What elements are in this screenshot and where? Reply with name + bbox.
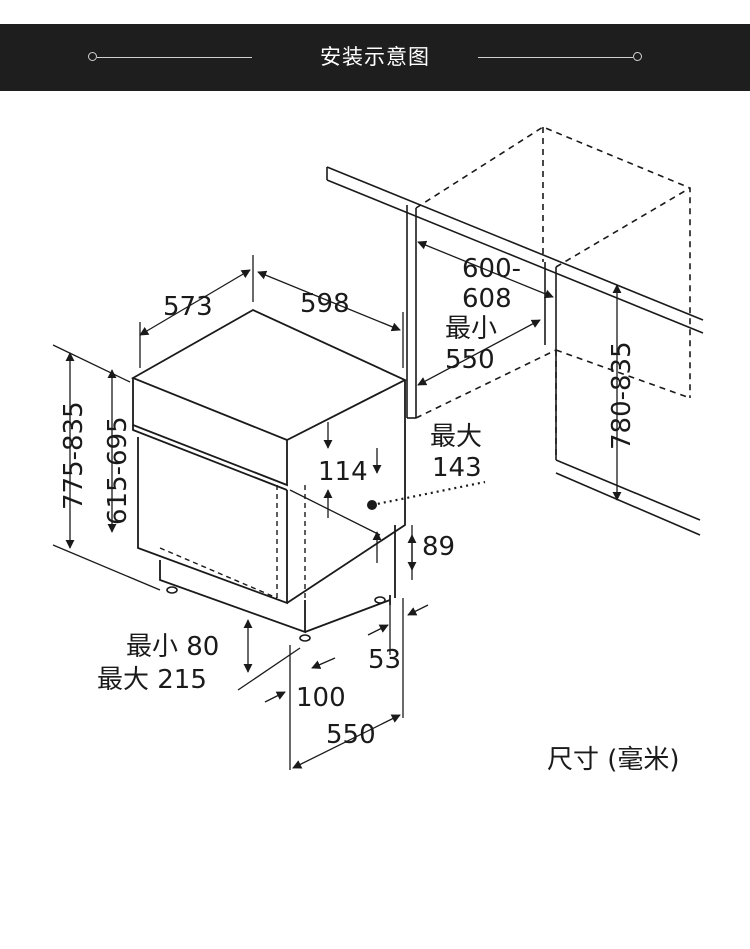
leader-dot xyxy=(367,500,377,510)
page-title: 安装示意图 xyxy=(320,45,430,69)
header-left-dot xyxy=(88,52,97,61)
header-right-dot xyxy=(633,52,642,61)
header-left-rule xyxy=(97,57,252,58)
label-max: 最大 xyxy=(430,422,482,452)
leader-dotted-line xyxy=(371,480,486,507)
label-53: 53 xyxy=(368,645,401,675)
label-615-695: 615-695 xyxy=(103,416,133,525)
dishwasher-feet xyxy=(166,586,386,642)
header-right-rule xyxy=(478,57,633,58)
cabinet-niche xyxy=(326,126,704,536)
label-573: 573 xyxy=(163,292,213,322)
label-100: 100 xyxy=(296,683,346,713)
dimension-lines xyxy=(52,240,622,770)
label-550-bottom: 550 xyxy=(326,720,376,750)
label-600: 600- xyxy=(462,254,521,284)
header-bar: 安装示意图 xyxy=(0,24,750,91)
label-units: 尺寸 (毫米) xyxy=(547,745,680,775)
label-plinth-min: 最小 80 xyxy=(126,632,219,662)
label-775-835: 775-835 xyxy=(59,401,89,510)
label-niche-min: 最小 xyxy=(445,314,497,344)
label-143: 143 xyxy=(432,453,482,483)
label-plinth-max: 最大 215 xyxy=(97,665,207,695)
label-89: 89 xyxy=(422,532,455,562)
label-780-835: 780-835 xyxy=(607,341,637,450)
label-598: 598 xyxy=(300,289,350,319)
label-niche-550: 550 xyxy=(445,345,495,375)
dishwasher-hidden-lines xyxy=(159,485,306,600)
label-608: 608 xyxy=(462,284,512,314)
label-114: 114 xyxy=(318,457,368,487)
